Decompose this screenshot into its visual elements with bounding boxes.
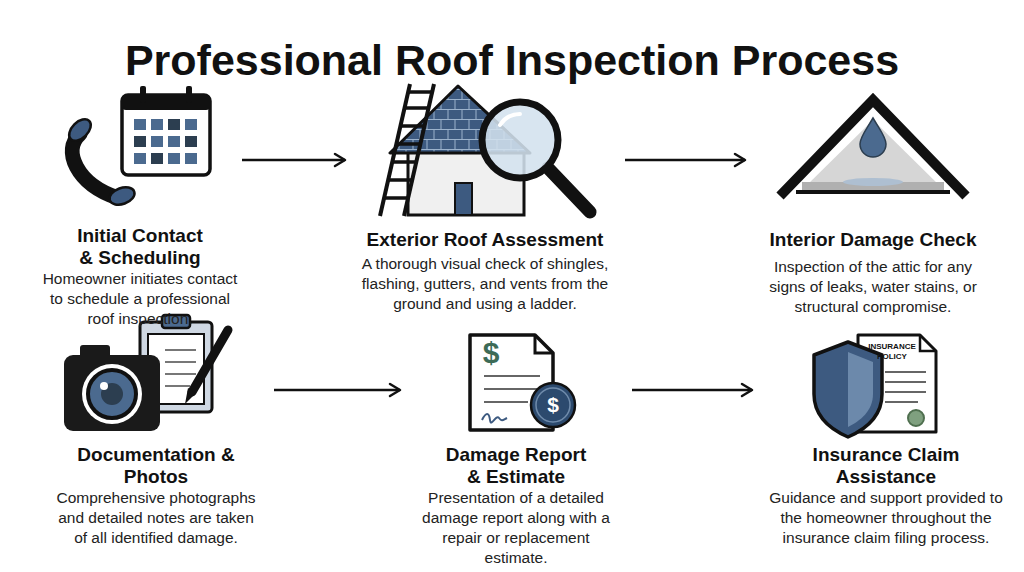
step-description: Presentation of a detailed damage report… <box>412 488 620 568</box>
water-drop <box>860 118 886 157</box>
step-heading: Insurance Claim Assistance <box>806 444 966 488</box>
step-heading: Initial Contact & Scheduling <box>73 225 208 269</box>
document-title: INSURANCE POLICY <box>864 342 920 362</box>
attic-icon <box>780 100 966 196</box>
flow-arrow <box>242 159 345 162</box>
process-step: Initial Contact & SchedulingHomeowner in… <box>38 84 242 330</box>
ladder-rail <box>380 84 410 216</box>
camera-lens <box>88 370 136 418</box>
phone-calendar-icon <box>65 86 210 208</box>
shield <box>814 342 882 437</box>
process-step: Insurance Claim AssistanceGuidance and s… <box>752 332 1020 550</box>
step-description: Inspection of the attic for any signs of… <box>762 257 984 317</box>
process-step: Damage Report & EstimatePresentation of … <box>400 332 632 550</box>
step-heading: Interior Damage Check <box>748 229 998 251</box>
flow-arrow <box>625 159 745 162</box>
house-door <box>455 183 472 215</box>
calendar-day <box>151 136 163 147</box>
magnifier-lens <box>482 102 558 178</box>
lens-center <box>101 383 123 405</box>
shield-highlight <box>848 352 873 427</box>
step-heading: Documentation & Photos <box>66 444 246 488</box>
lens-shine <box>100 382 108 390</box>
step-heading: Exterior Roof Assessment <box>350 229 620 251</box>
calendar-ring <box>186 86 192 103</box>
calendar-day <box>168 119 180 130</box>
calendar-ring <box>140 86 146 103</box>
calendar-day <box>185 119 197 130</box>
calendar-day <box>185 136 197 147</box>
diagram-title: Professional Roof Inspection Process <box>0 30 1024 90</box>
water-puddle <box>843 178 903 186</box>
phone-mouthpiece <box>107 184 137 208</box>
currency-symbol: $ <box>540 392 566 418</box>
step-description: A thorough visual check of shingles, fla… <box>360 254 610 314</box>
house-outline <box>780 100 966 196</box>
phone-handset <box>72 134 118 198</box>
calendar-body <box>122 95 210 175</box>
calendar-day <box>151 119 163 130</box>
coin-rim <box>536 388 570 422</box>
calendar-day <box>185 153 197 164</box>
policy-seal <box>908 410 924 426</box>
documentation-icon <box>64 315 228 431</box>
flow-arrow <box>632 389 752 392</box>
step-description: Guidance and support provided to the hom… <box>766 488 1006 548</box>
attic-base <box>796 190 950 194</box>
document-lines <box>885 372 926 402</box>
ladder-rungs <box>384 92 431 198</box>
process-step: Interior Damage CheckInspection of the a… <box>745 84 1001 330</box>
magnifier-handle <box>548 168 590 212</box>
lens-ring <box>82 364 142 424</box>
calendar-header <box>122 95 210 110</box>
step-heading: Damage Report & Estimate <box>441 444 591 488</box>
calendar-day <box>134 136 146 147</box>
lens-shine <box>500 114 520 125</box>
calendar-day <box>151 153 163 164</box>
step-description: Comprehensive photographs and detailed n… <box>51 488 261 548</box>
document-fold <box>920 335 936 351</box>
pen-tip <box>185 388 196 404</box>
process-step: Documentation & PhotosComprehensive phot… <box>38 332 274 550</box>
paper-lines <box>165 350 196 386</box>
insurance-icon <box>814 335 936 437</box>
calendar-day <box>168 136 180 147</box>
flow-arrow <box>274 389 400 392</box>
calendar-day <box>134 119 146 130</box>
coin <box>531 383 575 427</box>
signature <box>482 414 507 423</box>
step-description: Homeowner initiates contact to schedule … <box>38 269 242 329</box>
document-fold <box>535 335 553 353</box>
roof-assessment-icon <box>380 84 590 216</box>
process-step: Exterior Roof Assessment A thorough visua… <box>345 84 625 330</box>
phone-earpiece <box>65 115 95 145</box>
pen-body <box>192 330 228 392</box>
currency-symbol: $ <box>478 336 504 370</box>
camera-body <box>64 355 160 431</box>
report-icon <box>470 335 575 430</box>
ladder-rail <box>404 84 434 216</box>
calendar-day <box>168 153 180 164</box>
calendar-day <box>134 153 146 164</box>
